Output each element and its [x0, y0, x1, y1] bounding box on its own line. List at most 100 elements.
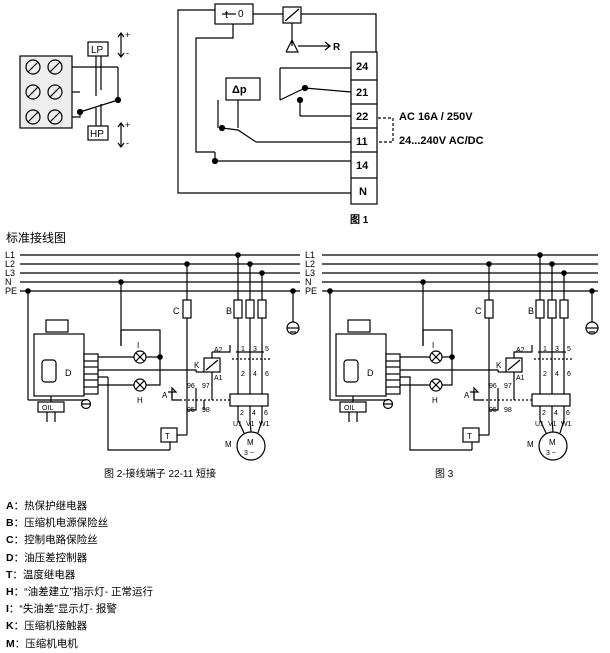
fig2-a: A — [162, 391, 168, 400]
fig2-v1: V1 — [246, 421, 255, 428]
fig2-d: D — [65, 368, 72, 378]
fig2-k4: 4 — [253, 371, 257, 378]
legend-key: A — [6, 500, 14, 512]
dp-box — [225, 77, 261, 101]
fig3-a-6: 6 — [566, 410, 570, 417]
right-l2: L2 — [305, 259, 315, 269]
fig2-a-4: 4 — [252, 410, 256, 417]
fig3-b: B — [528, 306, 534, 316]
fig1-pressure-switch-block: LP HP + - + - — [19, 30, 130, 148]
hp-box — [87, 125, 109, 141]
fig2-c: C — [173, 306, 180, 316]
fig3-k1: 1 — [543, 346, 547, 353]
legend-text: 压缩机接触器 — [24, 620, 88, 633]
fig2-k6: 6 — [265, 371, 269, 378]
fig2-i: I — [137, 341, 139, 350]
legend-text: 压缩机电机 — [25, 637, 78, 650]
fig3-97: 97 — [504, 383, 512, 390]
fig3-98: 98 — [504, 407, 512, 414]
fig3-motor-m: M — [549, 438, 556, 447]
fig2-k1: 1 — [241, 346, 245, 353]
fig3-a: A — [464, 391, 470, 400]
fig2-95: 95 — [187, 407, 195, 414]
legend-item: I：“失油差”显示灯- 报警 — [6, 603, 117, 616]
legend-item: T：温度继电器 — [6, 568, 76, 581]
terminal-11: 11 — [356, 136, 368, 148]
legend-key: C — [6, 534, 14, 547]
section-title: 标准接线图 — [6, 231, 67, 245]
fig3-c: C — [475, 306, 482, 316]
lp-adjust-arrow-icon — [117, 32, 125, 58]
right-l3: L3 — [305, 268, 315, 278]
fig3-w1: W1 — [561, 421, 572, 428]
right-n: N — [305, 277, 312, 287]
fig2-96: 96 — [187, 383, 195, 390]
timer-t: t — [225, 9, 228, 21]
fig2-97: 97 — [202, 383, 210, 390]
fig3-motor-ph: 3 ~ — [546, 450, 556, 457]
legend-text: 油压差控制器 — [24, 551, 88, 564]
left-l2: L2 — [5, 259, 15, 269]
fig3-a2: A2 — [516, 347, 525, 354]
fig2-m: M — [225, 440, 232, 449]
left-n: N — [5, 277, 12, 287]
legend-key: B — [6, 517, 14, 530]
fig2-a-2: 2 — [240, 410, 244, 417]
hp-adjust-arrow-icon — [117, 122, 125, 148]
fig2-h: H — [137, 396, 143, 405]
fig2-w1: W1 — [259, 421, 270, 428]
timer-zero: 0 — [238, 9, 244, 20]
fig2-oil: OIL — [42, 405, 53, 412]
fig2-k5: 5 — [265, 346, 269, 353]
lp-minus: - — [126, 48, 129, 58]
right-pe: PE — [305, 286, 317, 296]
dc-rating: 24...240V AC/DC — [399, 135, 484, 147]
fig3-h: H — [432, 396, 438, 405]
fig2-k: K — [194, 361, 200, 370]
right-l1: L1 — [305, 250, 315, 260]
terminal-n: N — [359, 186, 367, 198]
fig2-schematic — [25, 252, 300, 461]
terminal-21: 21 — [356, 87, 368, 99]
fig1-controller-circuit: t 0 R Δp — [177, 3, 394, 205]
hp-plus: + — [125, 120, 130, 130]
fig3-k6: 6 — [567, 371, 571, 378]
ac-rating: AC 16A / 250V — [399, 111, 473, 123]
left-l3: L3 — [5, 268, 15, 278]
fig3-95: 95 — [489, 407, 497, 414]
fig1-caption: 图 1 — [350, 214, 369, 226]
legend-key: D — [6, 551, 14, 564]
legend-item: A：热保护继电器 — [6, 500, 88, 512]
legend-text: 控制电路保险丝 — [24, 534, 98, 547]
fig3-oil: OIL — [344, 405, 355, 412]
legend: A：热保护继电器 B：压缩机电源保险丝 C：控制电路保险丝 D：油压差控制器 T… — [6, 498, 153, 653]
fig2-caption: 图 2-接线端子 22-11 短接 — [104, 467, 216, 480]
fig3-k: K — [496, 361, 502, 370]
fig3-d: D — [367, 368, 374, 378]
fig2-a-6: 6 — [264, 410, 268, 417]
fig2-b: B — [226, 306, 232, 316]
fig3-k3: 3 — [555, 346, 559, 353]
fig3-k2: 2 — [543, 371, 547, 378]
legend-text: 热保护继电器 — [24, 500, 88, 512]
legend-key: I — [6, 603, 9, 616]
fig1-screw-terminals — [19, 55, 73, 129]
fig3-a1: A1 — [516, 375, 525, 382]
fig3-caption: 图 3 — [435, 468, 454, 480]
dp-label: Δp — [232, 84, 247, 96]
lp-box — [87, 41, 109, 57]
terminal-24: 24 — [356, 61, 369, 73]
left-pe: PE — [5, 286, 17, 296]
fig2-motor-m: M — [247, 438, 254, 447]
terminal-22: 22 — [356, 111, 368, 123]
fig3-a-2: 2 — [542, 410, 546, 417]
fig3-k5: 5 — [567, 346, 571, 353]
legend-item: D：油压差控制器 — [6, 551, 88, 564]
lp-label: LP — [91, 45, 104, 56]
legend-key: K — [6, 620, 14, 633]
fig2-a1: A1 — [214, 375, 223, 382]
fig2-t: T — [165, 432, 170, 441]
hp-label: HP — [90, 129, 104, 140]
legend-item: B：压缩机电源保险丝 — [6, 517, 109, 530]
legend-item: C：控制电路保险丝 — [6, 534, 98, 547]
